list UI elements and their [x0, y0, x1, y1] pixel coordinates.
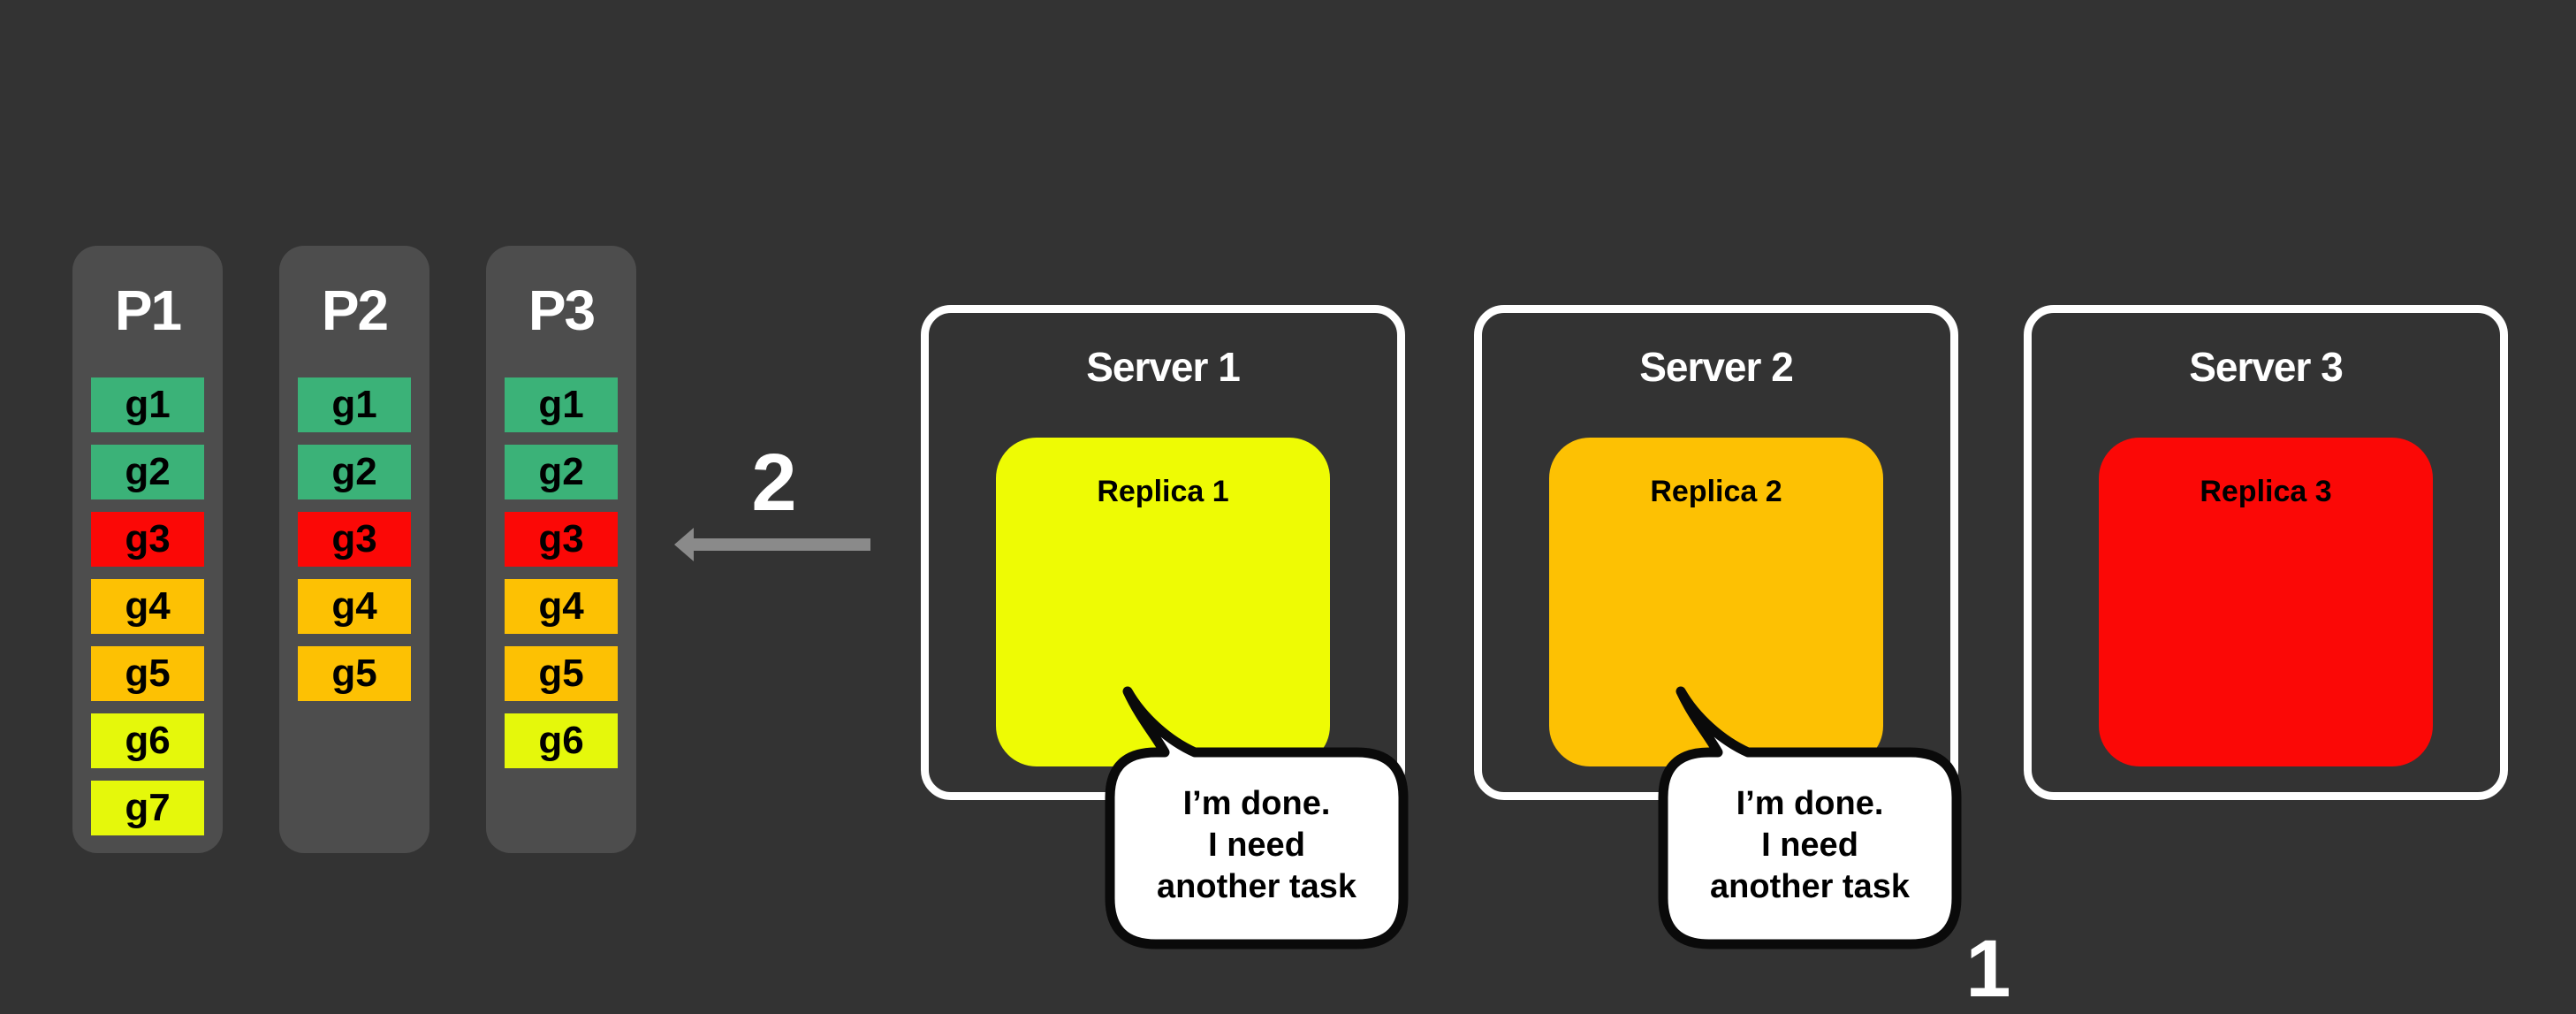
partition-column-p3: P3 g1 g2 g3 g4 g5 g6 — [486, 246, 636, 853]
task-g4: g4 — [505, 579, 618, 634]
replica-box: Replica 3 — [2099, 438, 2433, 766]
task-g7: g7 — [91, 781, 204, 835]
speech-bubble — [1658, 686, 1962, 949]
server-title: Server 3 — [2189, 344, 2344, 390]
task-g4: g4 — [298, 579, 411, 634]
speech-line: another task — [1157, 868, 1356, 905]
task-g2: g2 — [91, 445, 204, 499]
task-g5: g5 — [91, 646, 204, 701]
partition-label: P1 — [114, 278, 182, 342]
server-title: Server 1 — [1086, 344, 1241, 390]
task-g2: g2 — [298, 445, 411, 499]
speech-line: I need — [1208, 827, 1305, 864]
task-g3: g3 — [91, 512, 204, 567]
speech-bubble — [1105, 686, 1409, 949]
arrow-left-icon — [674, 528, 870, 561]
server-box-3: Server 3 Replica 3 — [2024, 305, 2508, 800]
partition-column-p2: P2 g1 g2 g3 g4 g5 — [279, 246, 429, 853]
speech-bubble-text: I’m done. I need another task — [1663, 783, 1957, 908]
partition-label: P3 — [528, 278, 596, 342]
step-2-label: 2 — [751, 438, 797, 528]
task-g2: g2 — [505, 445, 618, 499]
replica-label: Replica 2 — [1650, 475, 1782, 508]
replica-label: Replica 1 — [1097, 475, 1229, 508]
task-g3: g3 — [298, 512, 411, 567]
server-title: Server 2 — [1639, 344, 1794, 390]
task-g6: g6 — [505, 713, 618, 768]
task-g4: g4 — [91, 579, 204, 634]
replica-label: Replica 3 — [2200, 475, 2332, 508]
speech-line: I’m done. — [1736, 785, 1884, 822]
server-box-1: Server 1 Replica 1 — [921, 305, 1405, 800]
task-g1: g1 — [91, 377, 204, 432]
server-box-2: Server 2 Replica 2 — [1474, 305, 1958, 800]
task-g6: g6 — [91, 713, 204, 768]
speech-bubble-text: I’m done. I need another task — [1110, 783, 1403, 908]
task-g5: g5 — [298, 646, 411, 701]
task-g1: g1 — [505, 377, 618, 432]
speech-line: another task — [1710, 868, 1910, 905]
speech-line: I’m done. — [1182, 785, 1331, 822]
partition-column-p1: P1 g1 g2 g3 g4 g5 g6 g7 — [72, 246, 223, 853]
replica-box: Replica 2 — [1549, 438, 1883, 766]
speech-line: I need — [1761, 827, 1858, 864]
task-g3: g3 — [505, 512, 618, 567]
task-g1: g1 — [298, 377, 411, 432]
partition-label: P2 — [321, 278, 389, 342]
step-1-label: 1 — [1965, 924, 2011, 1014]
task-g5: g5 — [505, 646, 618, 701]
replica-box: Replica 1 — [996, 438, 1330, 766]
